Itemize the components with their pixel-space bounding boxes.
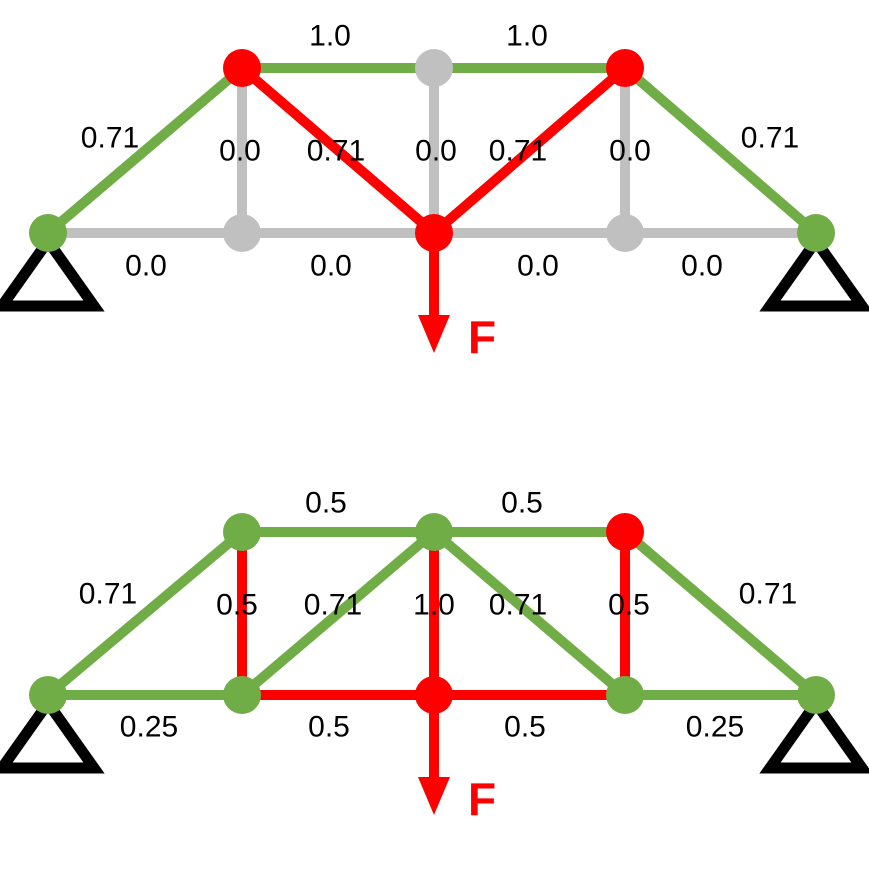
truss-member <box>43 63 247 238</box>
arrow-down-icon <box>418 315 450 353</box>
truss-node <box>606 214 644 252</box>
truss-member <box>237 63 439 238</box>
truss-member <box>43 527 247 700</box>
truss-node <box>223 676 261 714</box>
truss-node <box>223 49 261 87</box>
truss-node <box>797 676 835 714</box>
member-force-label: 1.0 <box>506 20 548 53</box>
truss-member <box>620 63 821 238</box>
member-force-label: 0.5 <box>608 589 650 622</box>
support-triangle-icon <box>759 231 869 312</box>
support-triangle-icon <box>759 693 869 774</box>
member-force-label: 0.5 <box>504 711 546 744</box>
truss-node <box>29 676 67 714</box>
truss-node <box>797 214 835 252</box>
member-force-label: 0.0 <box>415 135 457 168</box>
member-force-label: 1.0 <box>309 20 351 53</box>
member-force-label: 1.0 <box>413 589 455 622</box>
member-force-label: 0.0 <box>125 250 167 283</box>
member-force-label: 0.25 <box>120 711 178 744</box>
truss-member <box>237 527 439 700</box>
member-force-label: 0.0 <box>310 250 352 283</box>
force-label: F <box>468 773 496 825</box>
truss-member <box>620 527 821 700</box>
truss-top: F 0.0 0.0 0.0 0.0 1.0 1.0 0.71 0.71 0.0 0.0 0.0 0.71… <box>0 20 869 363</box>
truss-member <box>429 527 630 700</box>
truss-bottom: F 0.25 0.5 0.5 0.25 0.5 0.5 0.71 0.71 0.5 1.0 0.5 0.… <box>0 487 869 825</box>
member-force-label: 0.0 <box>681 250 723 283</box>
member-force-label: 0.71 <box>739 578 797 611</box>
truss-node <box>223 513 261 551</box>
member-force-label: 0.5 <box>305 487 347 520</box>
member-force-label: 0.5 <box>216 589 258 622</box>
member-force-label: 0.25 <box>686 711 744 744</box>
support-triangle-icon <box>0 693 105 774</box>
member-force-label: 0.71 <box>81 122 139 155</box>
member-force-label: 0.0 <box>517 250 559 283</box>
member-force-label: 0.5 <box>501 487 543 520</box>
truss-node <box>415 214 453 252</box>
truss-node <box>415 49 453 87</box>
member-force-label: 0.5 <box>308 711 350 744</box>
truss-node <box>29 214 67 252</box>
member-force-label: 0.71 <box>79 578 137 611</box>
truss-node <box>223 214 261 252</box>
member-force-label: 0.71 <box>489 589 547 622</box>
member-force-label: 0.71 <box>307 135 365 168</box>
truss-member <box>429 63 630 238</box>
truss-node <box>606 676 644 714</box>
member-force-label: 0.0 <box>609 135 651 168</box>
truss-node <box>606 513 644 551</box>
member-force-label: 0.71 <box>489 135 547 168</box>
truss-node <box>415 676 453 714</box>
member-force-label: 0.0 <box>219 135 261 168</box>
truss-node <box>606 49 644 87</box>
truss-node <box>415 513 453 551</box>
support-triangle-icon <box>0 231 105 312</box>
member-force-label: 0.71 <box>304 589 362 622</box>
member-force-label: 0.71 <box>741 122 799 155</box>
force-label: F <box>468 311 496 363</box>
arrow-down-icon <box>418 777 450 815</box>
